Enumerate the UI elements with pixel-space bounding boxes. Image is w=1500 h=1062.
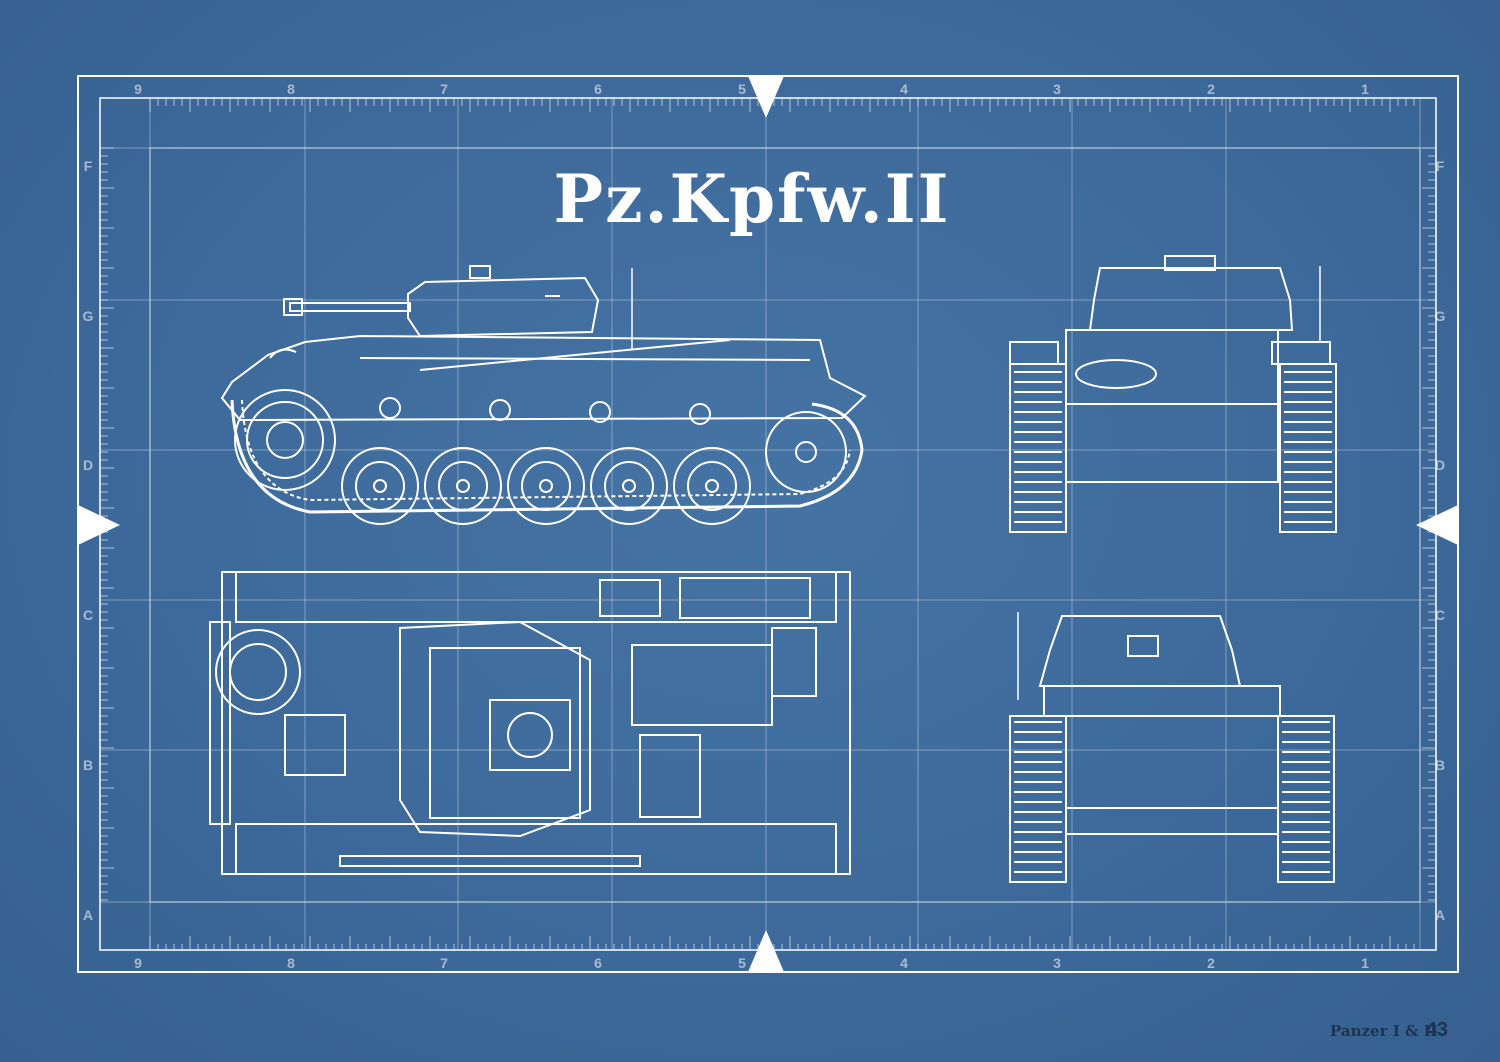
row-label-left: D: [83, 457, 93, 473]
row-label-right: C: [1435, 607, 1445, 623]
center-arrow-top: [748, 76, 784, 118]
column-label-bottom: 5: [738, 955, 746, 971]
column-label-bottom: 2: [1207, 955, 1215, 971]
side-view: [220, 265, 867, 525]
column-label-top: 2: [1207, 81, 1215, 97]
row-label-right: F: [1436, 158, 1445, 174]
row-label-left: F: [84, 158, 93, 174]
footer-book-title: Panzer I & II: [1330, 1022, 1438, 1040]
column-label-top: 8: [287, 81, 295, 97]
front-view: [1009, 255, 1337, 533]
column-label-bottom: 8: [287, 955, 295, 971]
blueprint-title: Pz.Kpfw.II: [554, 160, 951, 238]
row-label-right: G: [1435, 308, 1446, 324]
road-wheel: [341, 447, 419, 525]
road-wheel-center: [456, 479, 470, 493]
column-label-bottom: 1: [1361, 955, 1369, 971]
road-wheel-center: [705, 479, 719, 493]
road-wheel-center: [373, 479, 387, 493]
road-wheel: [424, 447, 502, 525]
road-wheel: [590, 447, 668, 525]
center-arrow-left: [78, 505, 120, 545]
road-wheel-hub: [438, 461, 488, 511]
column-label-bottom: 6: [594, 955, 602, 971]
column-label-bottom: 9: [134, 955, 142, 971]
row-label-right: D: [1435, 457, 1445, 473]
footer-page-number: 43: [1426, 1019, 1448, 1041]
column-labels-top: 9 8 7 6 5 4 3 2 1: [134, 81, 1369, 97]
road-wheel-hub: [687, 461, 737, 511]
column-label-top: 7: [440, 81, 448, 97]
column-label-top: 9: [134, 81, 142, 97]
center-arrow-bottom: [748, 930, 784, 972]
top-view: [209, 571, 851, 875]
road-wheel-center: [622, 479, 636, 493]
row-label-right: B: [1435, 757, 1445, 773]
road-wheel-hub: [355, 461, 405, 511]
column-label-bottom: 3: [1053, 955, 1061, 971]
row-label-left: G: [83, 308, 94, 324]
row-label-right: A: [1435, 907, 1445, 923]
road-wheel: [507, 447, 585, 525]
column-label-top: 1: [1361, 81, 1369, 97]
road-wheel-center: [539, 479, 553, 493]
column-labels-bottom: 9 8 7 6 5 4 3 2 1: [134, 955, 1369, 971]
row-label-left: C: [83, 607, 93, 623]
road-wheel-hub: [604, 461, 654, 511]
column-label-bottom: 4: [900, 955, 908, 971]
column-label-top: 5: [738, 81, 746, 97]
row-labels-right: F G D C B A: [1435, 158, 1446, 923]
rear-view: [1009, 612, 1335, 883]
center-arrow-right: [1416, 505, 1458, 545]
column-label-top: 4: [900, 81, 908, 97]
column-label-bottom: 7: [440, 955, 448, 971]
row-label-left: B: [83, 757, 93, 773]
row-labels-left: F G D C B A: [83, 158, 94, 923]
inner-frame: [149, 147, 1421, 903]
column-label-top: 6: [594, 81, 602, 97]
column-label-top: 3: [1053, 81, 1061, 97]
row-label-left: A: [83, 907, 93, 923]
road-wheel-hub: [521, 461, 571, 511]
road-wheel: [673, 447, 751, 525]
